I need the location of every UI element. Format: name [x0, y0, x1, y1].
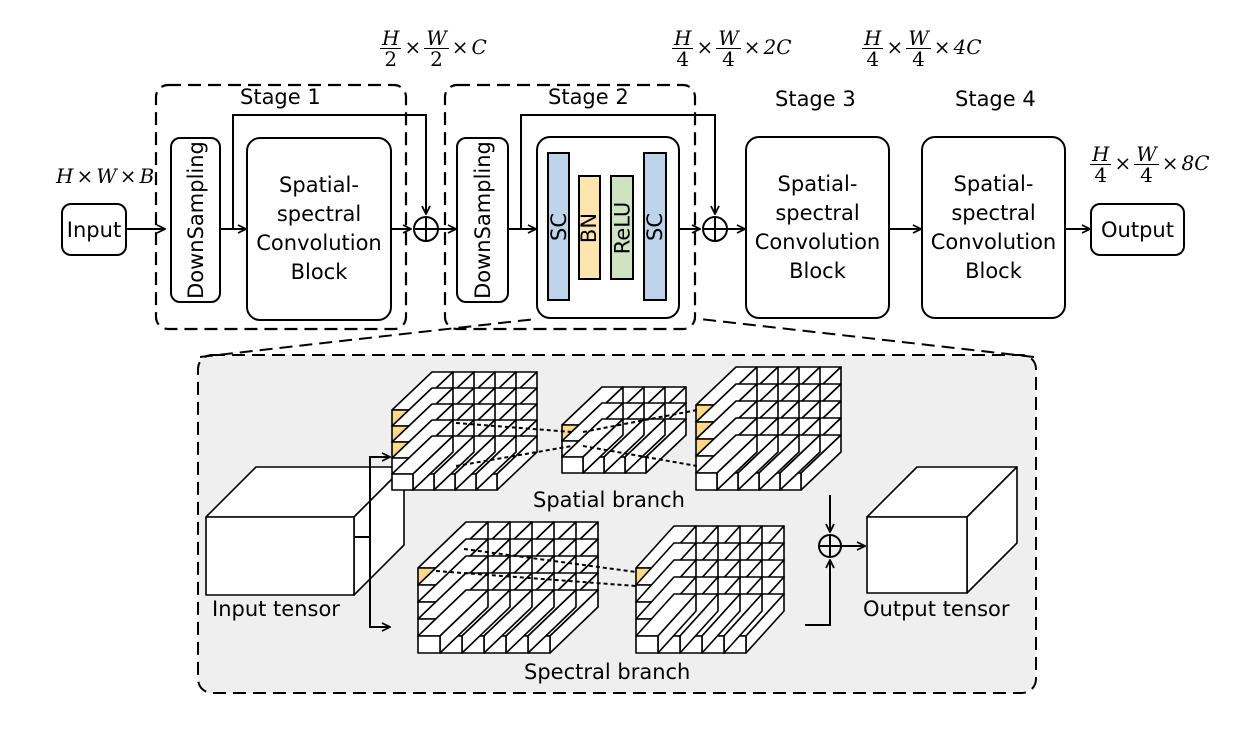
- stage1-frame: [154, 83, 408, 331]
- zoom-line-left: [199, 318, 537, 358]
- stage3-conv-block: Spatial- spectral Convolution Block: [745, 136, 890, 319]
- spectral-input-grid-cell-4-0-front: [417, 635, 441, 654]
- stage4-title: Stage 4: [955, 87, 1036, 111]
- spectral-output-grid-cell-4-0-front: [635, 635, 659, 654]
- conv-block-label: Spatial- spectral Convolution Block: [256, 173, 382, 284]
- stage4-conv-block: Spatial- spectral Convolution Block: [921, 136, 1066, 319]
- input-block: Input: [61, 203, 127, 256]
- stage2-title: Stage 2: [548, 85, 629, 109]
- detail-arrows: [355, 457, 865, 627]
- sc-layer-2: SC: [643, 152, 667, 301]
- stage1-title: Stage 1: [240, 85, 321, 109]
- conv-block-label: Spatial- spectral Convolution Block: [930, 171, 1057, 283]
- stage3-title: Stage 3: [775, 87, 856, 111]
- downsampling-label: DownSampling: [183, 141, 208, 299]
- spatial-branch-label: Spatial branch: [533, 488, 685, 512]
- output-label: Output: [1101, 217, 1174, 242]
- input-dims: H×W×B: [56, 164, 155, 188]
- sc-label: SC: [643, 212, 667, 241]
- input-label: Input: [66, 217, 122, 242]
- spatial-input-grid-cell-4-0-front: [391, 473, 414, 491]
- main-flow-arrows: [126, 114, 1090, 242]
- stage1-downsampling: DownSampling: [170, 137, 221, 303]
- spatial-output-grid-cell-4-0-front: [695, 472, 718, 491]
- input-tensor-label: Input tensor: [212, 597, 340, 621]
- input-tensor-cube-front: [205, 516, 355, 596]
- spectral-branch-label: Spectral branch: [524, 660, 691, 684]
- zoom-line-right: [699, 318, 1035, 358]
- bn-label: BN: [577, 212, 602, 243]
- sc-label: SC: [546, 212, 571, 241]
- relu-label: ReLU: [610, 201, 634, 254]
- bn-layer: BN: [577, 175, 602, 280]
- spatial-kernel-grid-cell-2-0-front: [561, 456, 584, 474]
- output-block: Output: [1090, 203, 1185, 256]
- branch-links: [435, 409, 698, 587]
- downsampling-label: DownSampling: [470, 141, 495, 299]
- conv-block-label: Spatial- spectral Convolution Block: [754, 171, 881, 283]
- stage2-frame: [443, 83, 697, 331]
- relu-layer: ReLU: [610, 175, 634, 280]
- output-tensor-label: Output tensor: [863, 597, 1010, 621]
- stage2-downsampling: DownSampling: [456, 137, 509, 303]
- sc-layer-1: SC: [546, 152, 571, 301]
- output-tensor-cube-front: [866, 516, 968, 594]
- stage1-conv-block: Spatial- spectral Convolution Block: [246, 137, 392, 321]
